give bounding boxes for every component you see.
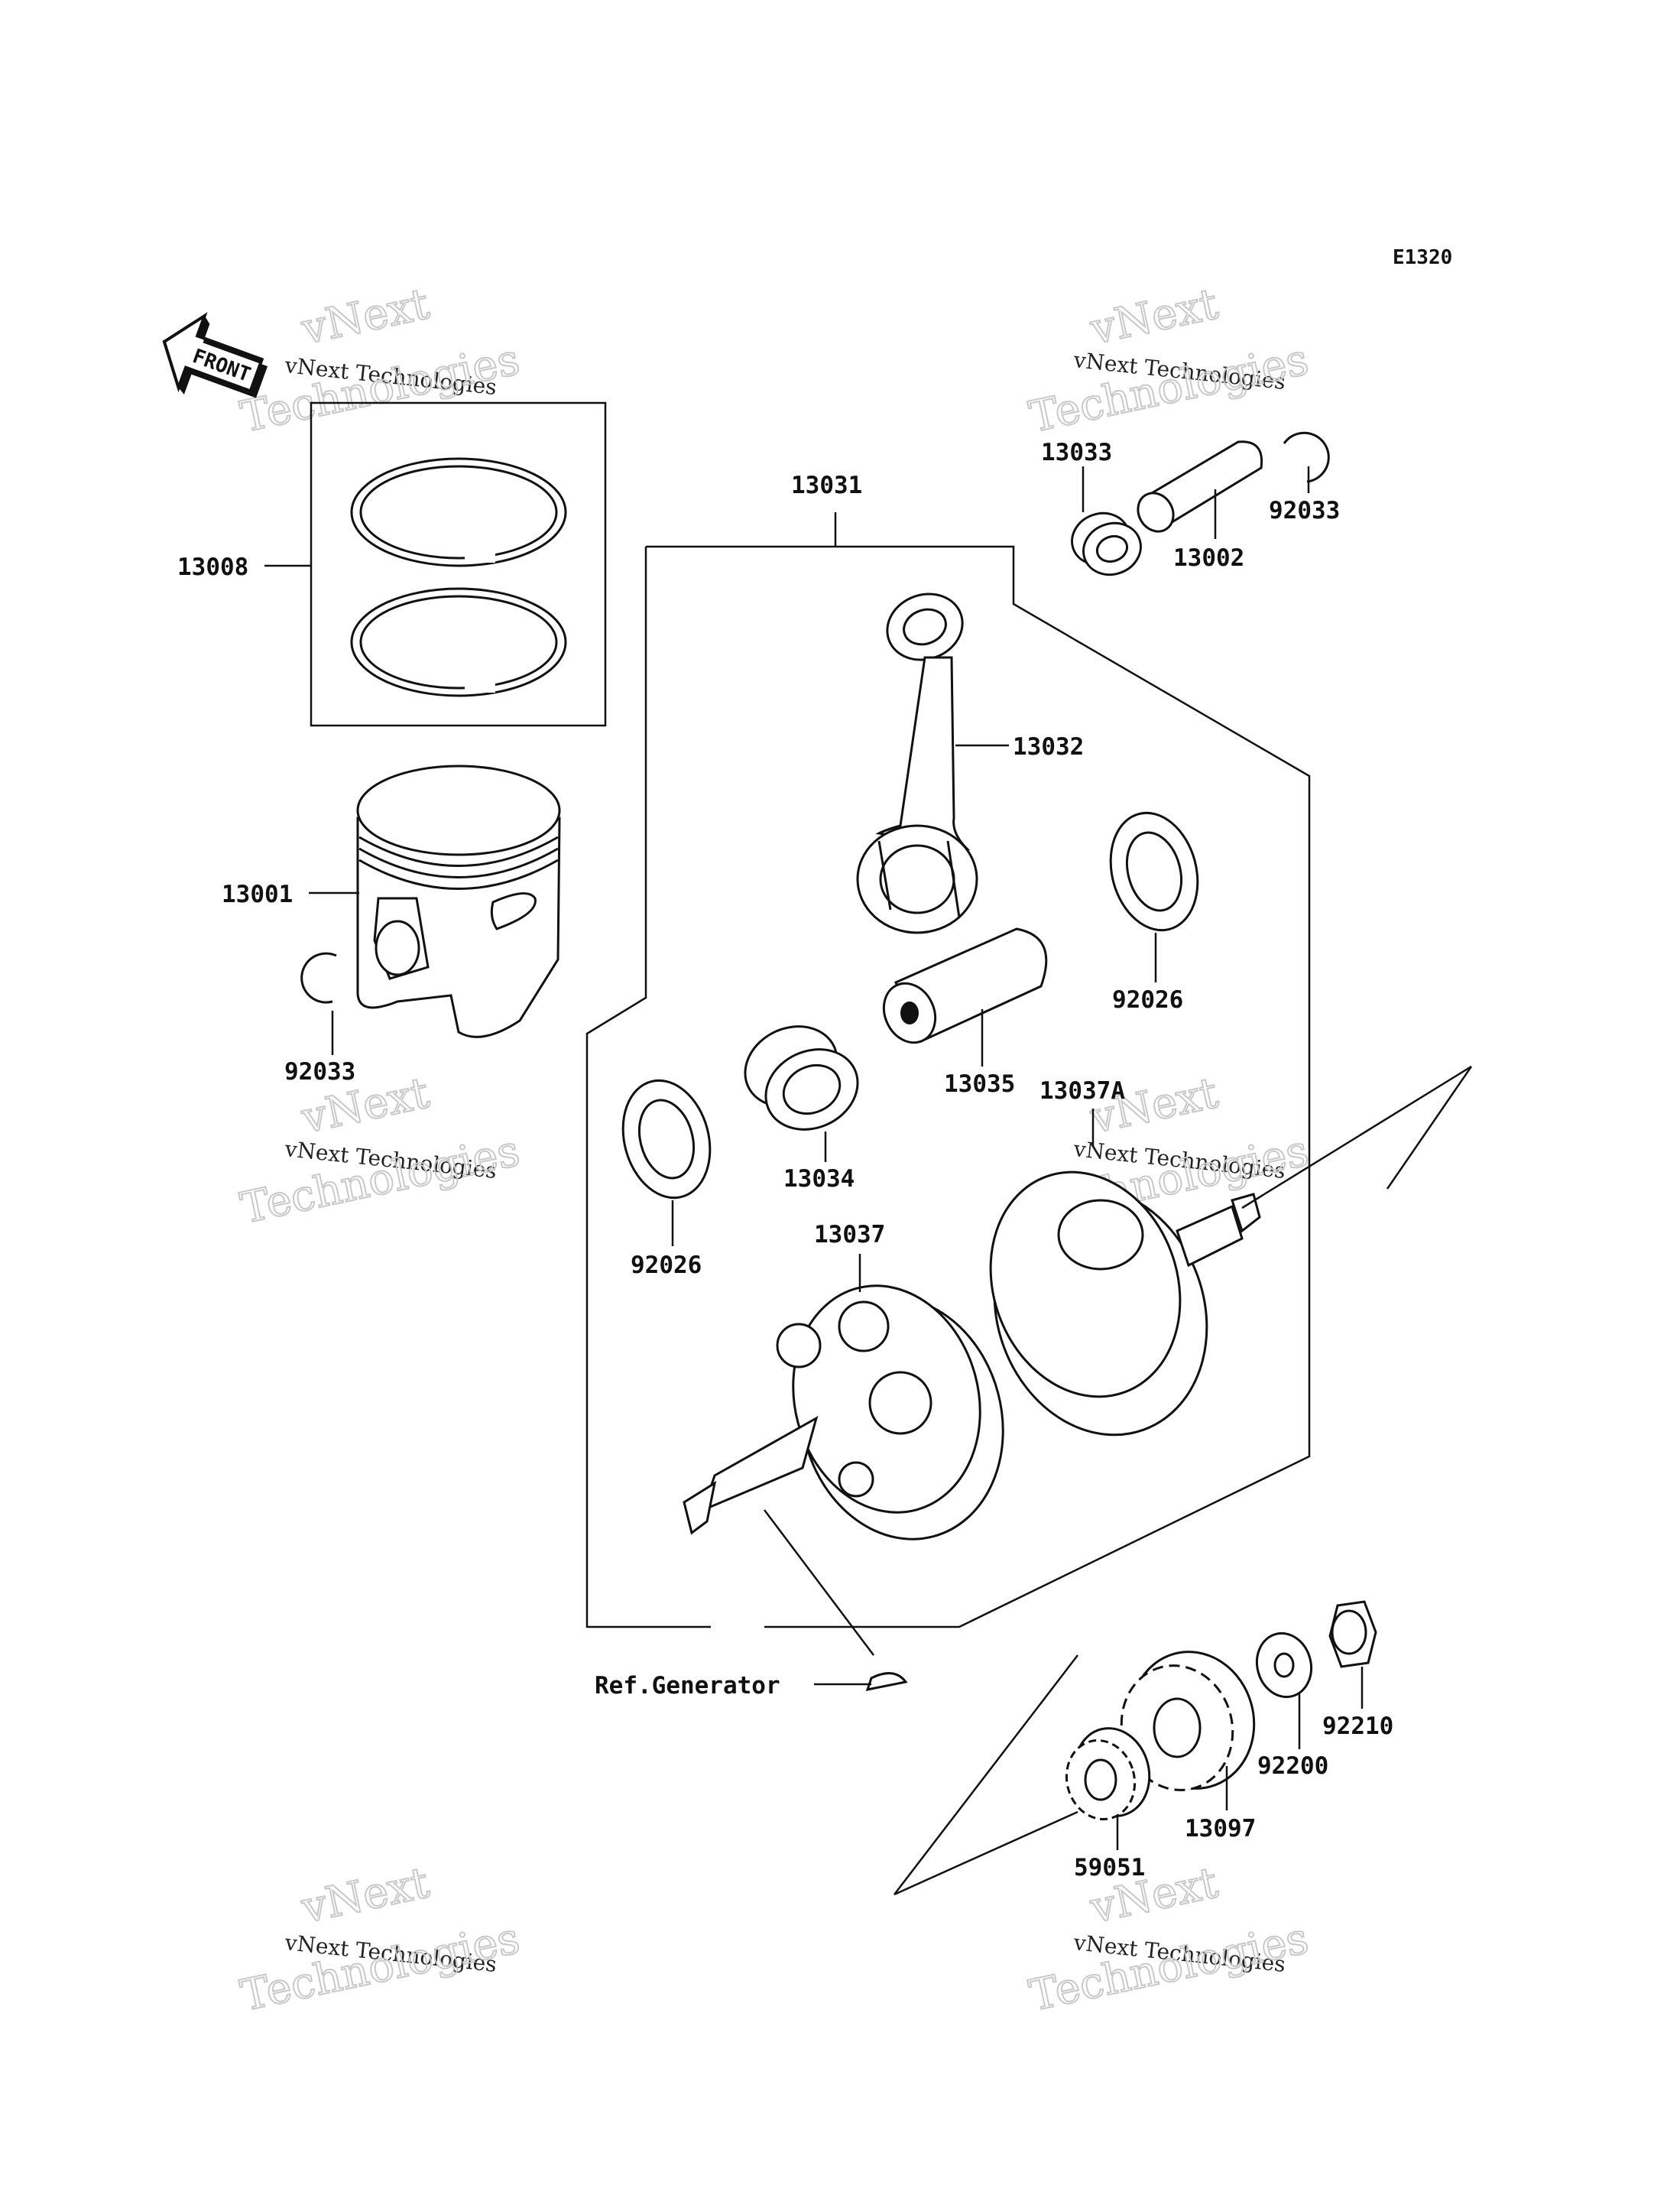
woodruff-key — [865, 1672, 908, 1691]
piston-ring-lower — [350, 587, 567, 697]
diagram-code: E1320 — [1393, 246, 1452, 269]
group-bracket-line — [894, 1654, 1078, 1895]
piston-pin — [1137, 440, 1263, 533]
nut — [1328, 1600, 1377, 1668]
watermark-brand: vNext — [297, 1858, 433, 1933]
watermark-bottom-left: vNext vNext Technologies Technologies — [235, 1857, 524, 2022]
watermark-brand: Technologies — [236, 1914, 524, 2021]
thrust-washer-right — [1109, 811, 1199, 932]
watermark-top-right: vNext vNext Technologies Technologies — [1024, 278, 1313, 443]
piston — [356, 765, 561, 1038]
group-bracket-line — [894, 1810, 1078, 1896]
circlip-left — [300, 952, 337, 1004]
watermark-middle-left: vNext vNext Technologies Technologies — [235, 1067, 524, 1235]
part-label-92026-left: 92026 — [631, 1252, 702, 1279]
part-label-13097: 13097 — [1185, 1815, 1256, 1842]
watermark-top-left: vNext vNext Technologies Technologies — [235, 278, 524, 443]
part-label-92033-left: 92033 — [284, 1058, 355, 1086]
watermark-brand: vNext — [297, 279, 433, 355]
crank-half-right — [989, 1065, 1473, 1437]
part-label-92026-right: 92026 — [1112, 986, 1183, 1014]
part-label-13037A: 13037A — [1039, 1077, 1125, 1105]
part-label-13034: 13034 — [783, 1165, 855, 1193]
crank-assembly-outline — [646, 545, 1311, 1628]
ref-generator-label: Ref.Generator — [595, 1672, 780, 1700]
watermark-bottom-right: vNext vNext Technologies Technologies — [1024, 1857, 1313, 2022]
gear-small — [1065, 1727, 1151, 1821]
part-label-92033-right: 92033 — [1269, 497, 1340, 524]
needle-bearing-small — [1071, 511, 1142, 576]
gear-large — [1120, 1651, 1256, 1791]
needle-bearing-large — [744, 1025, 859, 1131]
part-label-13037: 13037 — [814, 1221, 885, 1248]
part-label-13002: 13002 — [1173, 544, 1244, 572]
piston-ring-upper — [350, 457, 567, 567]
part-label-13033: 13033 — [1041, 439, 1112, 466]
watermark-brand: Technologies — [236, 1126, 524, 1234]
connecting-rod — [856, 593, 978, 934]
washer — [1255, 1631, 1313, 1699]
watermark-brand: Technologies — [1025, 335, 1312, 443]
piston-rings-box — [310, 401, 607, 727]
crank-half-left — [683, 1284, 1004, 1656]
circlip-right — [1283, 431, 1330, 483]
watermark-brand: Technologies — [1025, 1914, 1312, 2021]
crank-pin — [882, 927, 1048, 1044]
watermark-brand: vNext — [1085, 279, 1222, 355]
part-label-13035: 13035 — [944, 1070, 1015, 1098]
watermark-brand: Technologies — [236, 335, 524, 443]
part-label-13008: 13008 — [177, 554, 248, 581]
part-label-13001: 13001 — [222, 881, 293, 908]
part-label-13032: 13032 — [1013, 733, 1084, 761]
thrust-washer-left — [621, 1079, 712, 1200]
part-label-59051: 59051 — [1074, 1854, 1145, 1881]
part-label-92200: 92200 — [1257, 1752, 1328, 1780]
part-label-13031: 13031 — [791, 472, 862, 499]
crank-assembly-outline — [585, 547, 711, 1628]
part-label-92210: 92210 — [1322, 1713, 1393, 1740]
